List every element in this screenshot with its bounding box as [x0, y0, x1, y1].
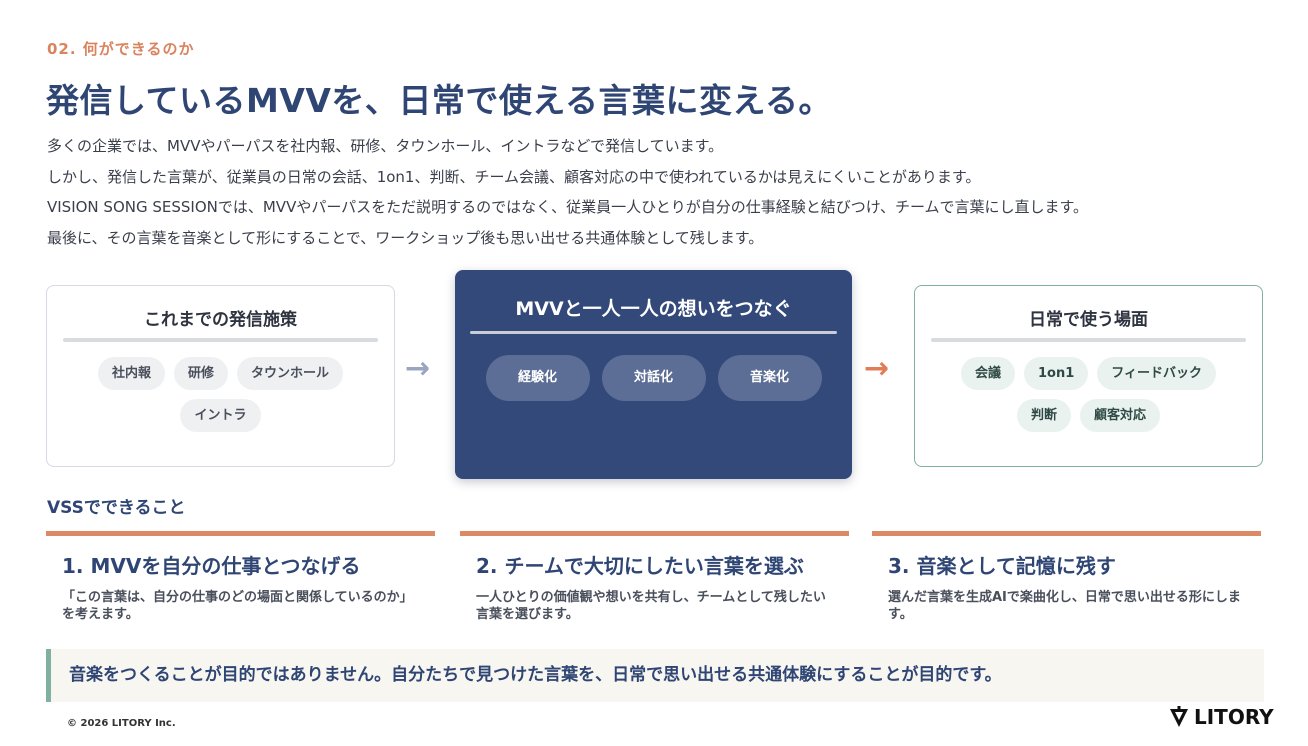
chip-townhall: タウンホール — [237, 357, 344, 390]
feature-1-title: 1. MVVを自分の仕事とつなげる — [62, 554, 361, 578]
feature-3-text: 選んだ言葉を生成AIで楽曲化し、日常で思い出せる形にします。 — [888, 590, 1241, 622]
chip-ongakuka: 音楽化 — [717, 355, 822, 401]
chip-kenshu: 研修 — [173, 357, 228, 390]
feature-2-bar — [460, 531, 849, 536]
card-center-rule — [470, 331, 837, 334]
chip-keikenka: 経験化 — [485, 355, 590, 401]
chip-shanaihou: 社内報 — [97, 357, 165, 390]
card-after: 日常で使う場面 会議 1on1 フィードバック 判断 顧客対応 — [914, 285, 1263, 467]
feature-3-bar — [872, 531, 1261, 536]
card-center-title: MVVと一人一人の想いをつなぐ — [515, 298, 792, 320]
feature-2-text: 一人ひとりの価値観や想いを共有し、チームとして残したい言葉を選びます。 — [476, 590, 826, 622]
feature-3-title: 3. 音楽として記憶に残す — [888, 554, 1116, 578]
card-center-chips: 経験化 対話化 音楽化 — [455, 334, 852, 401]
intro-line-3: VISION SONG SESSIONでは、MVVやパーパスをただ説明するのでは… — [47, 198, 1089, 216]
card-before-title: これまでの発信施策 — [144, 310, 297, 330]
copyright: © 2026 LITORY Inc. — [67, 718, 176, 729]
feature-2-title: 2. チームで大切にしたい言葉を選ぶ — [476, 554, 804, 578]
card-center: MVVと一人一人の想いをつなぐ 経験化 対話化 音楽化 — [455, 270, 852, 479]
page-title: 発信しているMVVを、日常で使える言葉に変える。 — [46, 81, 832, 120]
intro-line-4: 最後に、その言葉を音楽として形にすることで、ワークショップ後も思い出せる共通体験… — [47, 228, 764, 247]
feature-1-text: 「この言葉は、自分の仕事のどの場面と関係しているのか」を考えます。 — [62, 590, 413, 622]
chip-handan: 判断 — [1016, 399, 1071, 432]
intro-text: 多くの企業では、MVVやパーパスを社内報、研修、タウンホール、イントラなどで発信… — [47, 131, 1267, 253]
chip-1on1: 1on1 — [1023, 357, 1089, 390]
card-before-chips: 社内報 研修 タウンホール イントラ — [47, 342, 394, 432]
litory-logo-icon — [1170, 706, 1188, 727]
arrow-right-accent-icon: → — [864, 351, 890, 386]
chip-intra: イントラ — [180, 399, 261, 432]
litory-logo: LITORY — [1168, 705, 1274, 729]
card-before-rule — [63, 338, 378, 342]
chip-kokyaku: 顧客対応 — [1080, 399, 1161, 432]
card-after-chips: 会議 1on1 フィードバック 判断 顧客対応 — [915, 342, 1262, 432]
card-before: これまでの発信施策 社内報 研修 タウンホール イントラ — [46, 285, 395, 467]
callout-box: 音楽をつくることが目的ではありません。自分たちで見つけた言葉を、日常で思い出せる… — [46, 649, 1264, 702]
intro-line-1: 多くの企業では、MVVやパーパスを社内報、研修、タウンホール、イントラなどで発信… — [47, 137, 724, 155]
litory-logo-text: LITORY — [1194, 705, 1274, 729]
feature-2: 2. チームで大切にしたい言葉を選ぶ 一人ひとりの価値観や想いを共有し、チームと… — [460, 531, 849, 623]
chip-feedback: フィードバック — [1097, 357, 1217, 390]
card-after-rule — [931, 338, 1246, 342]
chip-kaigi: 会議 — [960, 357, 1015, 390]
feature-3: 3. 音楽として記憶に残す 選んだ言葉を生成AIで楽曲化し、日常で思い出せる形に… — [872, 531, 1261, 623]
arrow-right-icon: → — [405, 351, 431, 386]
feature-1: 1. MVVを自分の仕事とつなげる 「この言葉は、自分の仕事のどの場面と関係して… — [46, 531, 435, 623]
callout-text: 音楽をつくることが目的ではありません。自分たちで見つけた言葉を、日常で思い出せる… — [69, 665, 1002, 685]
card-after-title: 日常で使う場面 — [1029, 310, 1148, 330]
chip-taiwaka: 対話化 — [601, 355, 706, 401]
section-label: 02. 何ができるのか — [47, 40, 195, 58]
intro-line-2: しかし、発信した言葉が、従業員の日常の会話、1on1、判断、チーム会議、顧客対応… — [47, 167, 981, 186]
feature-1-bar — [46, 531, 435, 536]
vss-heading: VSSでできること — [47, 498, 186, 518]
